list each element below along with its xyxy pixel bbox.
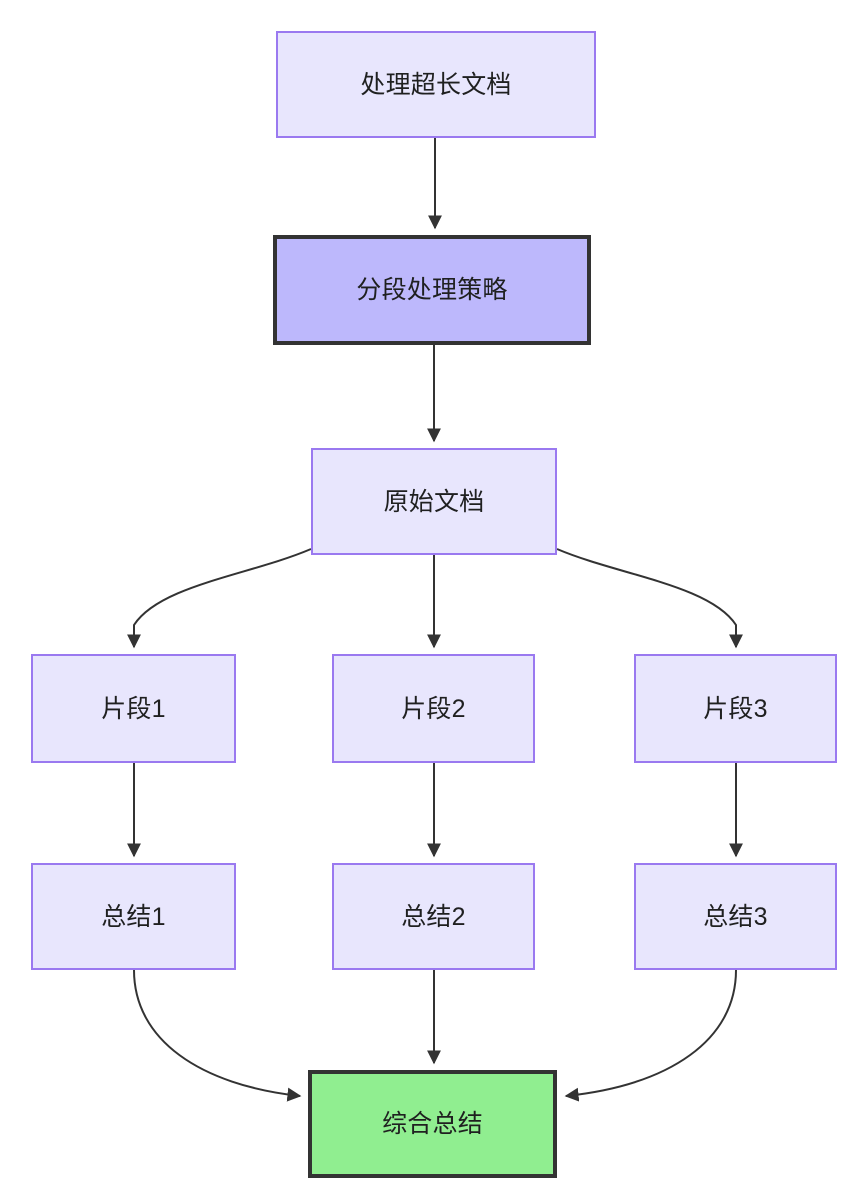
node-summary-2[interactable]: 总结2 [332, 863, 535, 970]
edge-n3-n6 [556, 548, 743, 649]
edge-n3-n4 [127, 548, 312, 649]
node-label: 原始文档 [383, 487, 485, 516]
node-summary-1[interactable]: 总结1 [31, 863, 236, 970]
node-label: 片段3 [703, 694, 768, 723]
node-process-long-document[interactable]: 处理超长文档 [276, 31, 596, 138]
node-chunking-strategy[interactable]: 分段处理策略 [273, 235, 591, 345]
node-label: 处理超长文档 [360, 70, 512, 99]
node-label: 综合总结 [382, 1110, 483, 1138]
node-label: 总结3 [703, 902, 768, 931]
node-label: 总结1 [101, 902, 166, 931]
node-label: 片段2 [401, 694, 466, 723]
node-label: 总结2 [401, 902, 466, 931]
edge-n7-n10 [133, 969, 302, 1102]
node-fragment-3[interactable]: 片段3 [634, 654, 837, 763]
edge-n9-n10 [564, 969, 737, 1102]
node-fragment-1[interactable]: 片段1 [31, 654, 236, 763]
node-label: 分段处理策略 [356, 276, 508, 304]
node-fragment-2[interactable]: 片段2 [332, 654, 535, 763]
node-final-summary[interactable]: 综合总结 [308, 1070, 557, 1178]
node-original-document[interactable]: 原始文档 [311, 448, 557, 555]
node-summary-3[interactable]: 总结3 [634, 863, 837, 970]
node-label: 片段1 [101, 694, 166, 723]
